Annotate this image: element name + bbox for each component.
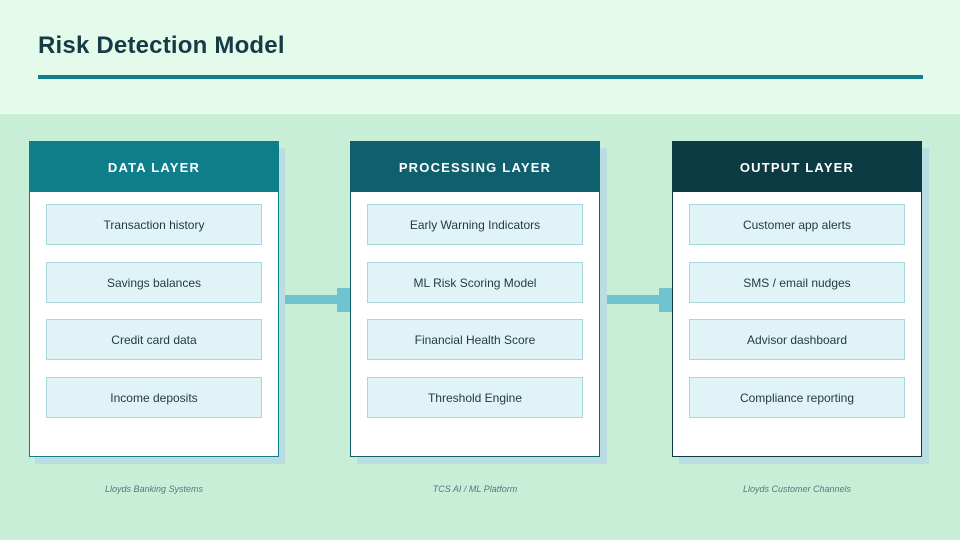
output-layer-item: Advisor dashboard [689, 319, 905, 360]
processing-layer-heading: PROCESSING LAYER [351, 142, 599, 192]
processing-layer-item: Financial Health Score [367, 319, 583, 360]
processing-layer-panel: PROCESSING LAYER Early Warning Indicator… [350, 141, 600, 457]
data-layer-item: Credit card data [46, 319, 262, 360]
output-layer-item: Customer app alerts [689, 204, 905, 245]
connector-data-to-processing-cap [337, 288, 350, 312]
output-layer-heading: OUTPUT LAYER [673, 142, 921, 192]
output-layer-panel: OUTPUT LAYER Customer app alerts SMS / e… [672, 141, 922, 457]
connector-processing-to-output [601, 295, 667, 304]
data-layer-panel: DATA LAYER Transaction history Savings b… [29, 141, 279, 457]
output-layer-item: SMS / email nudges [689, 262, 905, 303]
header-band: Risk Detection Model [0, 0, 960, 114]
output-layer-caption: Lloyds Customer Channels [742, 484, 852, 494]
page-title: Risk Detection Model [38, 32, 285, 59]
processing-layer-item: ML Risk Scoring Model [367, 262, 583, 303]
connector-processing-to-output-cap [659, 288, 672, 312]
connector-data-to-processing [279, 295, 345, 304]
processing-layer-item: Early Warning Indicators [367, 204, 583, 245]
processing-layer-caption: TCS AI / ML Platform [432, 484, 518, 494]
data-layer-item: Transaction history [46, 204, 262, 245]
output-layer-item: Compliance reporting [689, 377, 905, 418]
data-layer-caption: Lloyds Banking Systems [104, 484, 204, 494]
processing-layer-item: Threshold Engine [367, 377, 583, 418]
title-underline [38, 75, 923, 79]
data-layer-heading: DATA LAYER [30, 142, 278, 192]
data-layer-item: Savings balances [46, 262, 262, 303]
data-layer-item: Income deposits [46, 377, 262, 418]
